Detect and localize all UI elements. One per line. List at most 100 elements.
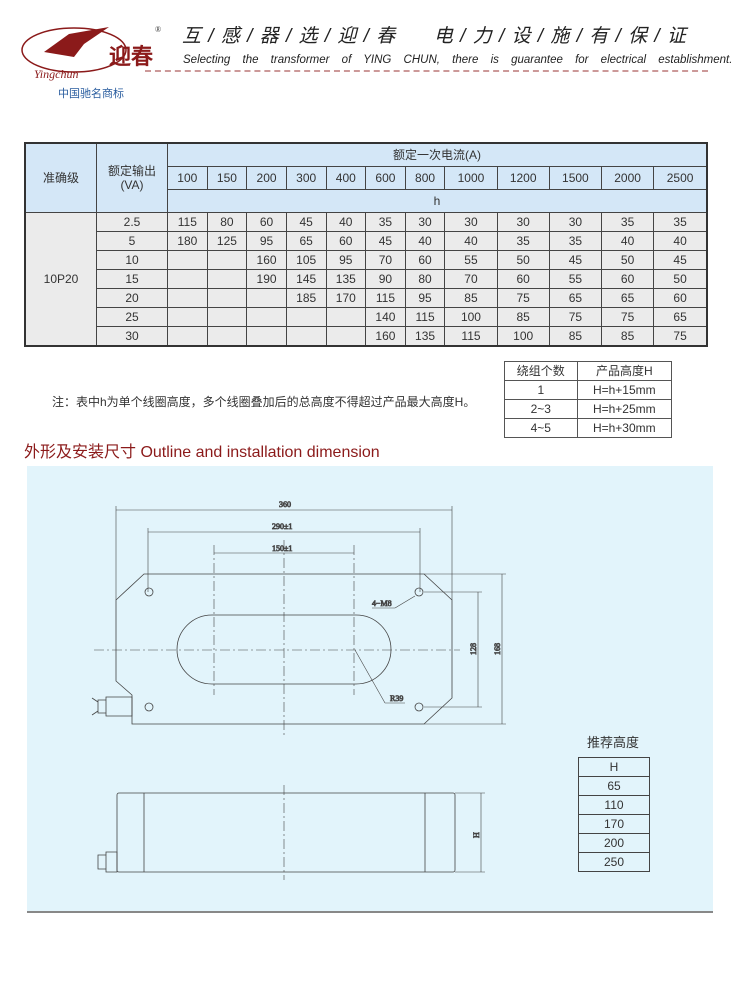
header-cell: 800: [404, 166, 446, 190]
header-divider: [145, 70, 708, 72]
slogan-chinese: 互 / 感 / 器 / 选 / 迎 / 春 电 / 力 / 设 / 施 / 有 …: [182, 26, 687, 47]
cell: 105: [285, 250, 327, 270]
cell: [246, 288, 287, 308]
header-cell: 2500: [653, 166, 708, 190]
cell: 190: [246, 269, 287, 289]
cell: 30: [96, 326, 168, 347]
cell: [167, 288, 208, 308]
cell: 95: [246, 231, 287, 251]
header-text: 额定输出: [107, 164, 156, 178]
cell: 185: [285, 288, 327, 308]
cell: 115: [404, 307, 446, 327]
cell: 15: [96, 269, 168, 289]
cell: 40: [444, 231, 498, 251]
table-row: 65: [578, 776, 650, 796]
svg-text:迎春: 迎春: [109, 44, 153, 70]
header-cell: 150: [206, 166, 248, 190]
cell: 85: [444, 288, 498, 308]
cell: 140: [365, 307, 406, 327]
cell: 45: [365, 231, 406, 251]
cell: 35: [365, 212, 406, 232]
cell: 25: [96, 307, 168, 327]
cell: 80: [404, 269, 446, 289]
table-row: h: [25, 189, 708, 213]
cell: 30: [548, 212, 602, 232]
table-note: 注：表中h为单个线圈高度，多个线圈叠加后的总高度不得超过产品最大高度H。: [52, 395, 476, 409]
header-cell: 绕组个数: [504, 361, 578, 381]
cell: 85: [496, 307, 550, 327]
cell: 30: [404, 212, 446, 232]
cell: 60: [496, 269, 550, 289]
cell: 30: [496, 212, 550, 232]
cell: 4~5: [504, 418, 578, 438]
cell: [167, 250, 208, 270]
cell: 55: [548, 269, 602, 289]
cell: 115: [444, 326, 498, 347]
cable-connector: [97, 851, 118, 873]
table-row: 250: [578, 852, 650, 872]
cell: 65: [548, 288, 602, 308]
cell: 75: [548, 307, 602, 327]
cell: [167, 307, 208, 327]
cell: 65: [653, 307, 708, 327]
center-lines: [94, 540, 460, 735]
cell: 180: [167, 231, 208, 251]
hole-spec: 4−M8: [372, 599, 392, 608]
cell: 60: [246, 212, 287, 232]
cell: 75: [496, 288, 550, 308]
cell: H=h+30mm: [576, 418, 673, 438]
table-row: 170: [578, 814, 650, 834]
cell: [206, 269, 248, 289]
dim-H: H: [472, 832, 481, 838]
cell: 200: [578, 833, 650, 853]
header-cell: 1500: [548, 166, 602, 190]
slogan-english: Selecting the transformer of YING CHUN, …: [183, 54, 733, 66]
cell: 30: [444, 212, 498, 232]
cable-connector: [97, 696, 133, 717]
header-cell: 600: [365, 166, 406, 190]
cell: 65: [578, 776, 650, 796]
cell: 40: [325, 212, 367, 232]
recommended-height-table: H 65 110 170 200 250: [578, 757, 650, 872]
cell: [325, 326, 367, 347]
svg-text:Yingchun: Yingchun: [34, 67, 78, 81]
cell: 45: [285, 212, 327, 232]
header-cell: 300: [285, 166, 327, 190]
dim-168: 168: [493, 643, 502, 655]
cell: H=h+15mm: [576, 380, 673, 400]
cell: 35: [653, 212, 708, 232]
cell: 135: [325, 269, 367, 289]
mounting-holes: [144, 587, 424, 712]
cell: [206, 307, 248, 327]
cell: 95: [404, 288, 446, 308]
cell: 35: [600, 212, 655, 232]
header-cell: 1200: [496, 166, 550, 190]
cell: 95: [325, 250, 367, 270]
cell: 160: [246, 250, 287, 270]
header-cell: h: [167, 189, 708, 213]
cell: 45: [548, 250, 602, 270]
cell: 85: [600, 326, 655, 347]
table-row: 200: [578, 833, 650, 853]
table-row: H: [578, 757, 650, 777]
cell: 2.5: [96, 212, 168, 232]
header-cell: 准确级: [24, 142, 97, 213]
cell: 75: [600, 307, 655, 327]
radius-label: R39: [390, 694, 403, 703]
cable-wires: [91, 697, 99, 716]
cell: 100: [444, 307, 498, 327]
cell: 110: [578, 795, 650, 815]
cell: 250: [578, 852, 650, 872]
cell: [325, 307, 367, 327]
svg-text:®: ®: [155, 25, 161, 34]
